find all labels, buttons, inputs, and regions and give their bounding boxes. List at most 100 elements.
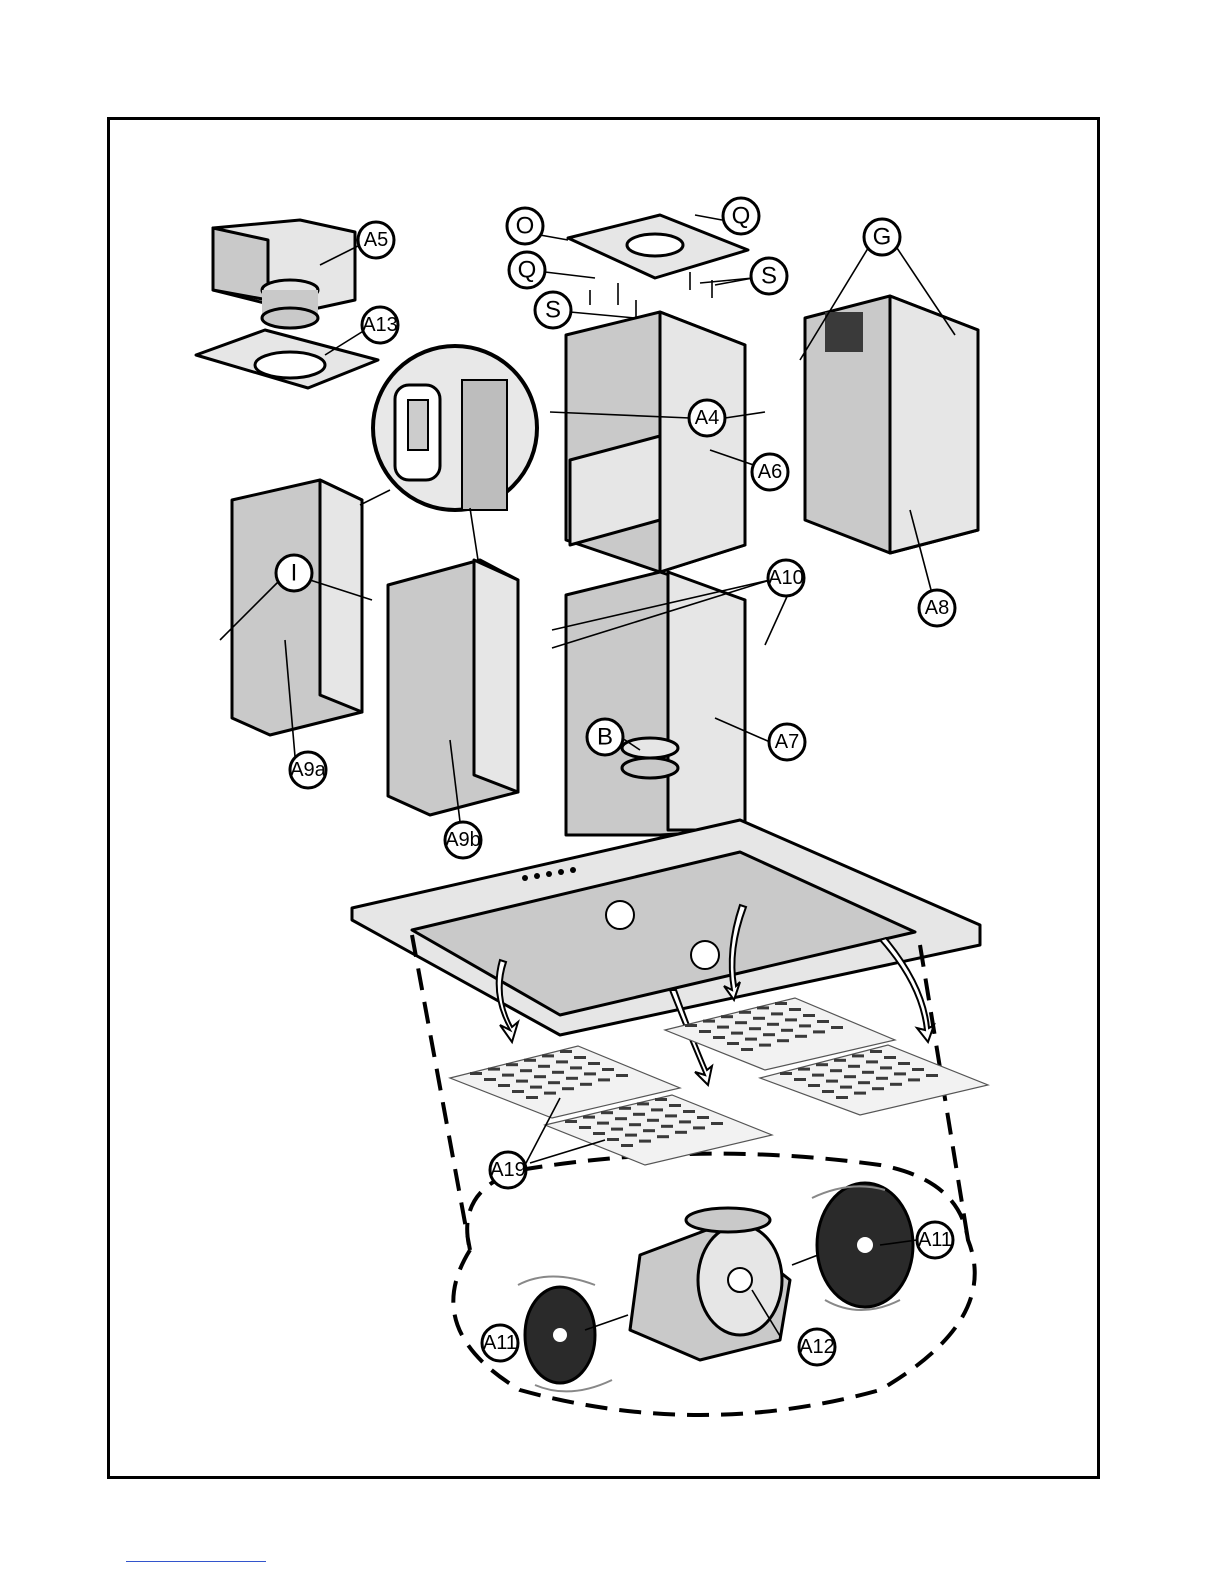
filter-slot [759, 1044, 771, 1047]
filter-slot [840, 1086, 852, 1089]
svg-text:S: S [761, 263, 777, 290]
filter-slot [735, 1021, 747, 1024]
filter-slot [711, 1122, 723, 1125]
filter-slot [880, 1066, 892, 1069]
callout-g: G [864, 219, 900, 255]
filter-slot [697, 1116, 709, 1119]
filter-slot [602, 1068, 614, 1071]
filter-slot [524, 1059, 536, 1062]
filter-slot [693, 1126, 705, 1129]
callout-a4: A4 [689, 400, 725, 436]
filter-slot [601, 1111, 613, 1114]
filter-slot [506, 1063, 518, 1066]
callout-s-right: S [751, 258, 787, 294]
filter-slot [775, 1002, 787, 1005]
filter-slot [588, 1062, 600, 1065]
callout-a7: A7 [769, 724, 805, 760]
callout-a10: A10 [768, 560, 804, 596]
filter-slot [565, 1120, 577, 1123]
svg-text:G: G [873, 224, 892, 251]
svg-text:A9b: A9b [445, 829, 481, 851]
filter-slot [749, 1027, 761, 1030]
filter-slot [781, 1029, 793, 1032]
filter-slot [470, 1072, 482, 1075]
svg-text:A19: A19 [490, 1159, 526, 1181]
chimney-cover-part [805, 296, 978, 553]
filter-slot [836, 1096, 848, 1099]
filter-slot [813, 1030, 825, 1033]
callout-a9b: A9b [445, 822, 481, 858]
motor-assembly [630, 1208, 790, 1360]
svg-text:Q: Q [732, 203, 751, 230]
filter-slot [872, 1087, 884, 1090]
filter-slot [574, 1056, 586, 1059]
filter-slot [794, 1078, 806, 1081]
filter-slot [530, 1086, 542, 1089]
callout-q-top: Q [723, 198, 759, 234]
filter-slot [685, 1024, 697, 1027]
filter-slot [795, 1035, 807, 1038]
filter-slot [619, 1107, 631, 1110]
filter-slot [544, 1092, 556, 1095]
filter-slot [655, 1098, 667, 1101]
filter-slot [852, 1054, 864, 1057]
duct-adaptor-part [213, 220, 355, 328]
filter-slot [526, 1096, 538, 1099]
detail-magnifier [360, 346, 537, 560]
svg-text:A11: A11 [918, 1229, 952, 1251]
callout-q-left: Q [509, 252, 545, 288]
filter-slot [890, 1083, 902, 1086]
filter-slot [488, 1068, 500, 1071]
filter-slot [534, 1075, 546, 1078]
filter-slot [830, 1069, 842, 1072]
filter-slot [713, 1036, 725, 1039]
svg-text:A6: A6 [758, 461, 782, 483]
grease-filters [450, 998, 988, 1165]
filter-slot [876, 1077, 888, 1080]
filter-slot [808, 1084, 820, 1087]
filter-slot [912, 1068, 924, 1071]
filter-slot [727, 1042, 739, 1045]
callout-a13: A13 [362, 307, 398, 343]
filter-slot [858, 1081, 870, 1084]
filter-slot [870, 1050, 882, 1053]
callout-a11-left: A11 [482, 1325, 518, 1361]
svg-text:A5: A5 [364, 229, 388, 251]
filter-slot [570, 1066, 582, 1069]
callout-o: O [507, 208, 543, 244]
filter-slot [584, 1072, 596, 1075]
svg-text:Q: Q [518, 257, 537, 284]
filter-slot [669, 1104, 681, 1107]
callout-a12: A12 [799, 1329, 835, 1365]
filter-slot [556, 1060, 568, 1063]
filter-slot [639, 1140, 651, 1143]
filter-slot [542, 1054, 554, 1057]
filter-slot [812, 1074, 824, 1077]
filter-slot [862, 1071, 874, 1074]
filter-slot [598, 1078, 610, 1081]
filter-slot [898, 1062, 910, 1065]
filter-slot [538, 1065, 550, 1068]
filter-slot [741, 1048, 753, 1051]
filter-slot [894, 1072, 906, 1075]
filter-slot [831, 1026, 843, 1029]
filter-slot [679, 1120, 691, 1123]
filter-slot [562, 1087, 574, 1090]
filter-slot [780, 1072, 792, 1075]
filter-slot [834, 1059, 846, 1062]
filter-slot [798, 1068, 810, 1071]
filter-slot [657, 1135, 669, 1138]
filter-slot [803, 1014, 815, 1017]
lower-chimney-frame-part [566, 572, 745, 835]
filter-slot [771, 1012, 783, 1015]
filter-slot [763, 1033, 775, 1036]
filter-slot [516, 1080, 528, 1083]
svg-text:A11: A11 [483, 1332, 517, 1354]
filter-slot [633, 1113, 645, 1116]
callout-a9a: A9a [290, 752, 327, 788]
filter-slot [637, 1102, 649, 1105]
svg-text:A13: A13 [362, 314, 398, 336]
callout-a8: A8 [919, 590, 955, 626]
filter-slot [607, 1138, 619, 1141]
callout-a6: A6 [752, 454, 788, 490]
